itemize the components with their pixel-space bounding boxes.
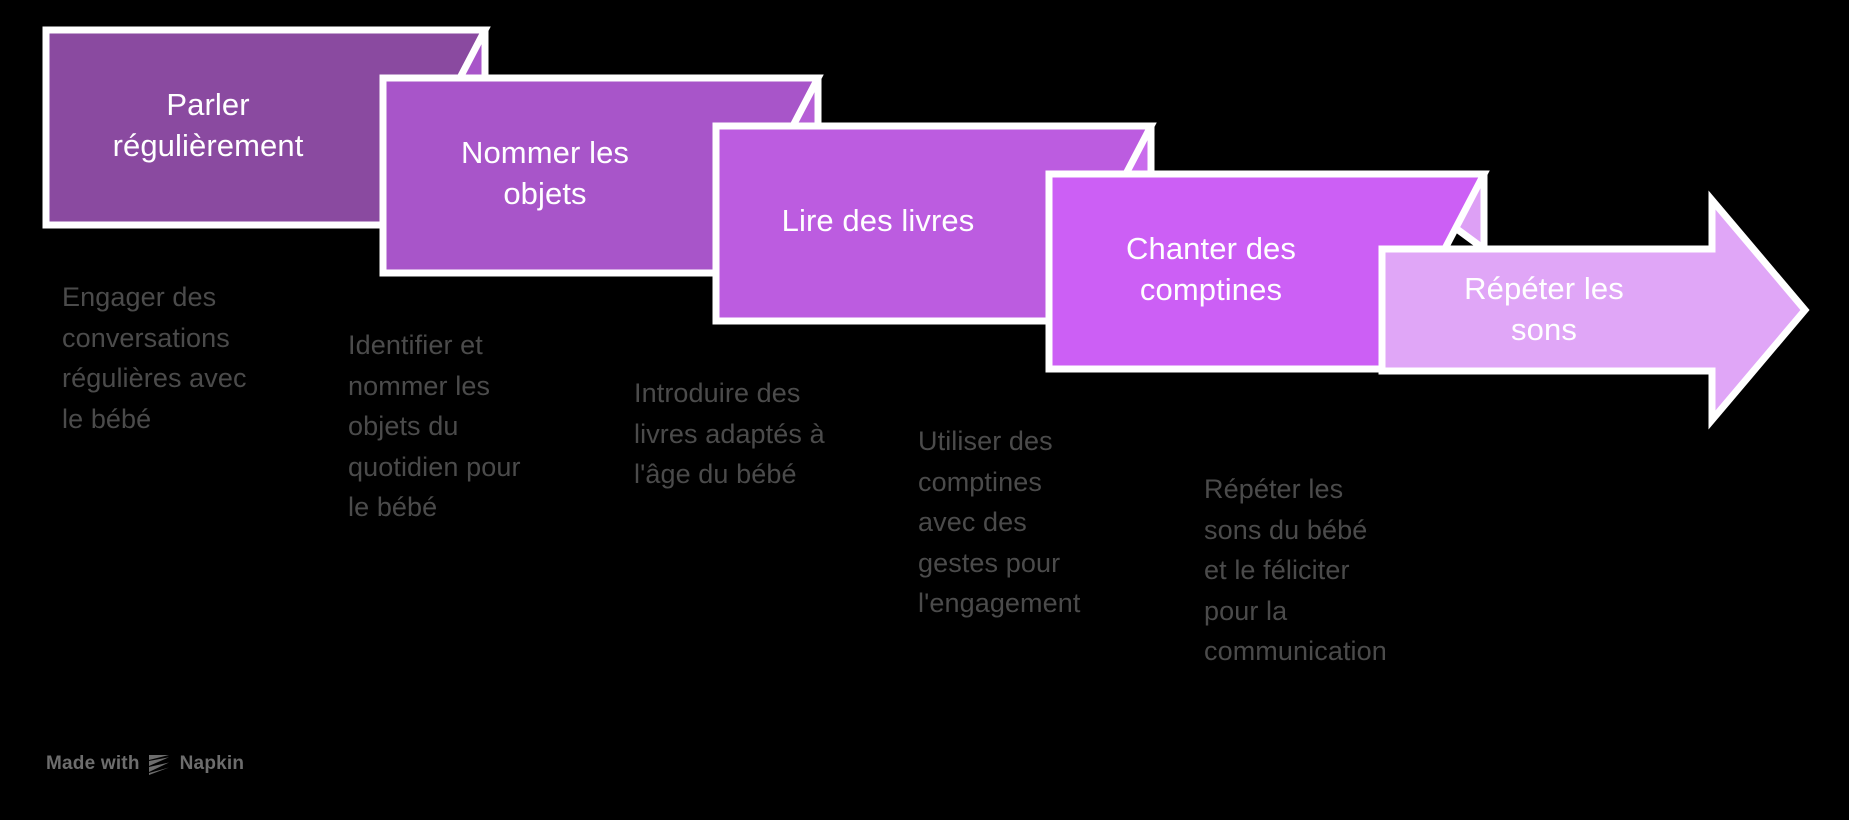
- step-title-1: Parler régulièrement: [112, 86, 304, 163]
- step-caption-2: Identifier et nommer les objets du quoti…: [348, 330, 521, 522]
- napkin-watermark[interactable]: Made with Napkin: [46, 753, 244, 775]
- footer-prefix-label: Made with: [46, 753, 140, 774]
- step-title-5: Répéter les sons: [1464, 270, 1624, 347]
- step-caption-4: Utiliser des comptines avec des gestes p…: [918, 426, 1081, 618]
- step-title-2: Nommer les objets: [460, 134, 630, 211]
- step-arrow-5: [1378, 190, 1810, 430]
- step-title-4: Chanter des comptines: [1126, 230, 1296, 307]
- step-shape-5[interactable]: [1378, 190, 1810, 430]
- napkin-logo-icon: [148, 755, 171, 775]
- step-caption-1: Engager des conversations régulières ave…: [62, 282, 247, 434]
- step-caption-5: Répéter les sons du bébé et le féliciter…: [1204, 474, 1387, 666]
- step-caption-3: Introduire des livres adaptés à l'âge du…: [634, 378, 825, 489]
- footer-brand-label: Napkin: [179, 753, 245, 774]
- step-title-3: Lire des livres: [781, 203, 975, 239]
